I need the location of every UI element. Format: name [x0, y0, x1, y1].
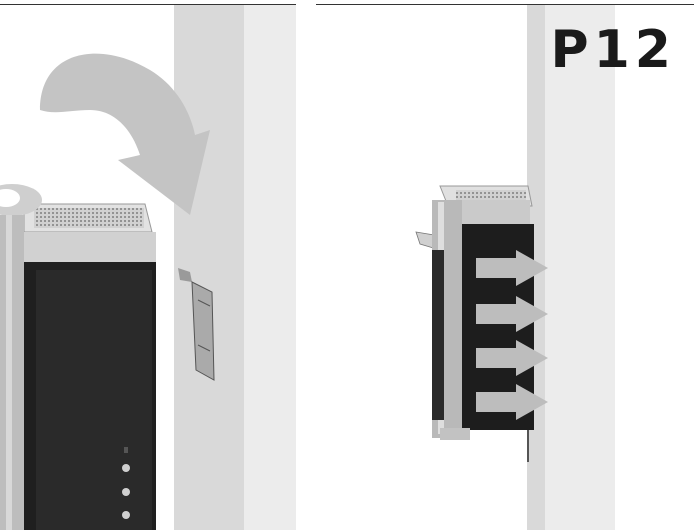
left-wall-face [244, 5, 296, 530]
control-button [122, 511, 130, 519]
right-figure [416, 5, 615, 530]
page-label: P12 [551, 24, 676, 76]
left-wall [174, 5, 244, 530]
left-figure [0, 5, 296, 530]
heater-unit-left [0, 184, 156, 530]
control-button [122, 464, 130, 472]
control-button [122, 488, 130, 496]
right-wall-face [545, 5, 615, 530]
